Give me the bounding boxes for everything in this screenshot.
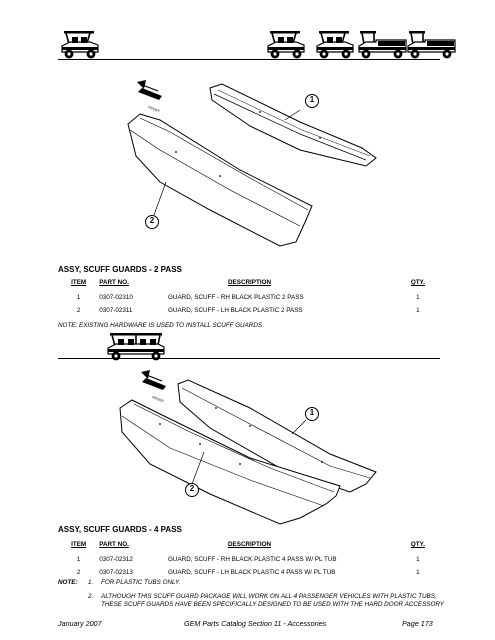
scuff-guard-2-pass-diagram: FRONT [127,80,377,247]
front-arrow-icon [141,370,166,390]
vehicle-es-icon [267,30,305,60]
front-label: FRONT [148,105,161,114]
callout-2-label: 2 [149,216,155,225]
col-item: ITEM [71,541,87,548]
vehicle-4-pass-icon [107,332,165,362]
col-item: ITEM [71,279,87,286]
callout-2 [145,215,159,229]
table-row: 2 0307-02313 GUARD, SCUFF - LH BLACK PLA… [76,569,420,576]
parts-table-4-pass: ITEM PART NO. DESCRIPTION QTY. 1 0307-02… [58,540,440,580]
col-qty: QTY. [410,541,425,548]
callout-1-label: 1 [309,95,315,104]
note-1-text: FOR PLASTIC TUBS ONLY. [101,579,181,586]
col-description: DESCRIPTION [228,279,272,286]
col-part-no: PART NO. [99,279,129,286]
svg-text:FRONT: FRONT [152,395,165,404]
scuff-guard-4-pass-diagram: FRONT [119,370,377,525]
section2-title: ASSY, SCUFF GUARDS - 4 PASS [58,525,182,534]
section2-note-label: NOTE: [58,579,78,586]
note-1-number: 1. [88,579,94,586]
vehicle-el-truck-icon [358,30,407,60]
col-description: DESCRIPTION [228,541,272,548]
table-row: 1 0307-02312 GUARD, SCUFF - RH BLACK PLA… [76,556,420,563]
table-row: 2 0307-02311 GUARD, SCUFF - LH BLACK PLA… [76,307,420,314]
front-arrow-icon [137,80,162,100]
table-header: ITEM PART NO. DESCRIPTION QTY. [58,540,440,554]
footer-date: January 2007 [58,619,102,628]
vehicle-2-pass-alt-icon [316,30,354,60]
table-row: 1 0307-02310 GUARD, SCUFF - RH BLACK PLA… [76,294,420,301]
parts-table-2-pass: ITEM PART NO. DESCRIPTION QTY. 1 0307-02… [58,278,440,318]
section1-title: ASSY, SCUFF GUARDS - 2 PASS [58,265,182,274]
vehicle-2-pass-icon [61,30,99,60]
callout-1 [305,94,319,108]
callout-2 [185,483,199,497]
section1-note: NOTE: EXISTING HARDWARE IS USED TO INSTA… [58,322,263,329]
callout-2-label: 2 [189,484,195,493]
middle-rule [58,358,440,359]
vehicle-elxd-icon [407,30,456,60]
callout-1 [305,407,319,421]
note-2-text: ALTHOUGH THIS SCUFF GUARD PACKAGE WILL W… [101,593,444,608]
col-qty: QTY. [410,279,425,286]
col-part-no: PART NO. [99,541,129,548]
table-header: ITEM PART NO. DESCRIPTION QTY. [58,278,440,292]
top-rule [58,59,440,60]
note-2-number: 2. [88,593,94,600]
footer-page-number: Page 173 [402,619,433,628]
callout-1-label: 1 [309,408,315,417]
footer-title: GEM Parts Catalog Section 11 - Accessori… [184,619,327,628]
